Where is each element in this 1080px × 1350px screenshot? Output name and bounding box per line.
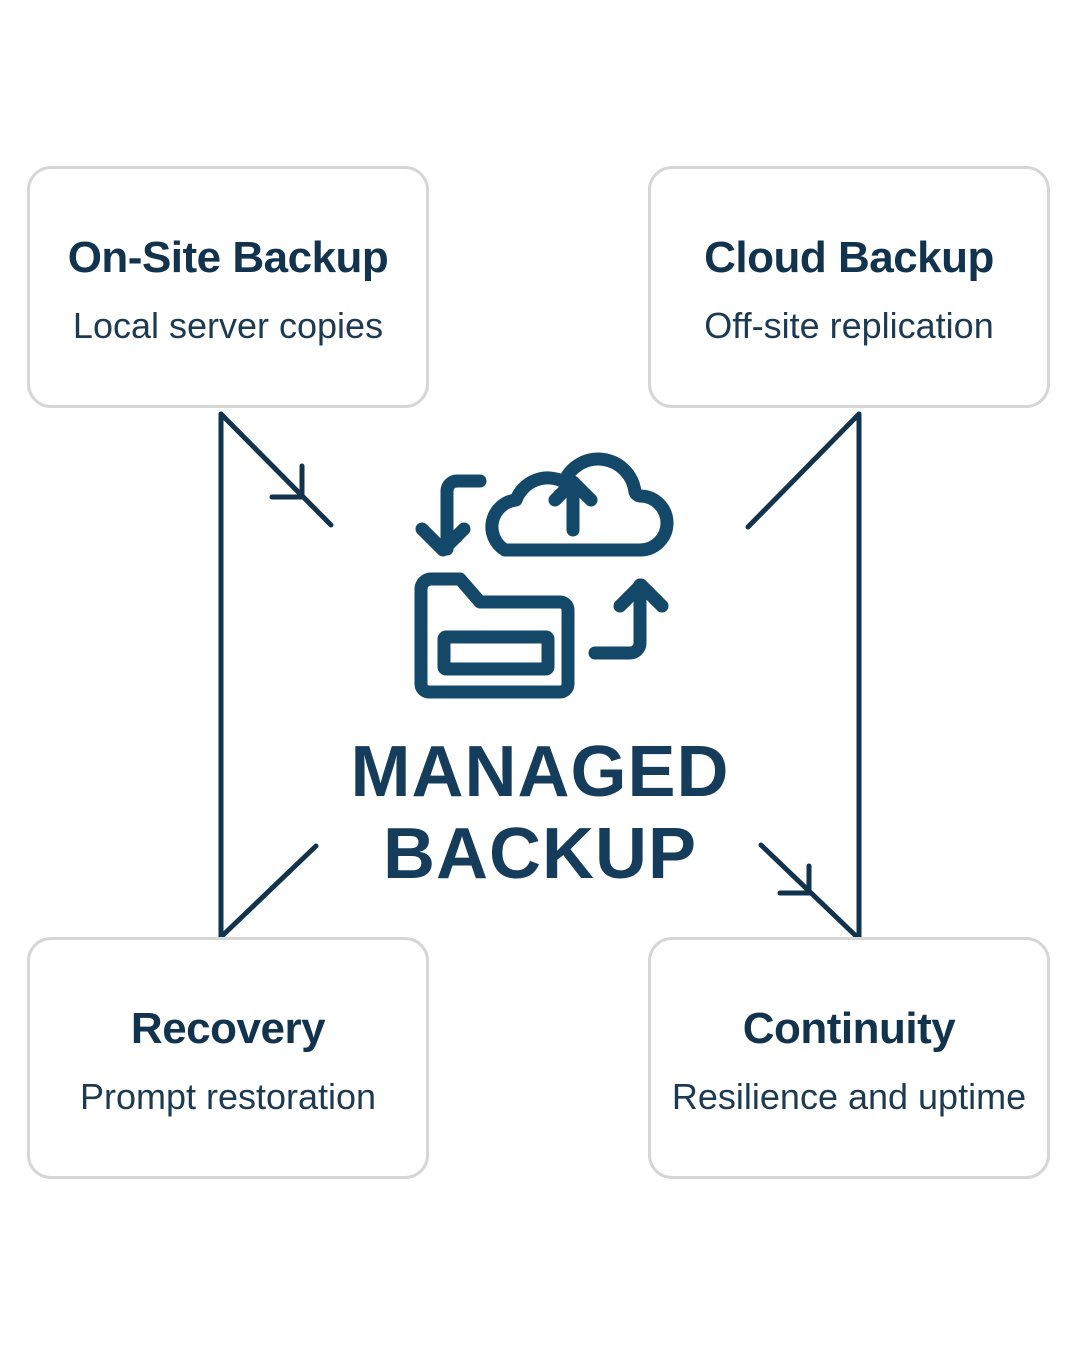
node-card-on-site-backup: On-Site Backup Local server copies bbox=[27, 166, 429, 408]
arrow-to-continuity bbox=[758, 842, 860, 940]
node-title: Cloud Backup bbox=[704, 233, 994, 282]
folder-cloud-sync-icon bbox=[414, 452, 674, 699]
cloud-icon bbox=[485, 452, 674, 557]
folder-icon bbox=[414, 572, 575, 699]
node-title: Recovery bbox=[130, 1004, 326, 1053]
connector-recovery bbox=[218, 843, 319, 940]
upload-arrow-icon bbox=[588, 578, 647, 660]
node-subtitle: Local server copies bbox=[72, 305, 384, 346]
center-title-line2: BACKUP bbox=[382, 814, 697, 894]
drive-slot-icon bbox=[437, 630, 555, 676]
node-card-cloud-backup: Cloud Backup Off-site replication bbox=[648, 166, 1050, 408]
node-title: On-Site Backup bbox=[67, 233, 389, 282]
connector-cloud bbox=[745, 411, 862, 530]
arrow-to-center-from-on-site bbox=[218, 411, 334, 528]
node-subtitle: Prompt restoration bbox=[79, 1076, 377, 1117]
center-title-line1: MANAGED bbox=[350, 732, 730, 812]
node-title: Continuity bbox=[742, 1004, 956, 1053]
download-arrow-icon bbox=[440, 474, 487, 556]
node-subtitle: Resilience and uptime bbox=[671, 1076, 1027, 1117]
node-card-continuity: Continuity Resilience and uptime bbox=[648, 937, 1050, 1179]
node-card-recovery: Recovery Prompt restoration bbox=[27, 937, 429, 1179]
node-subtitle: Off-site replication bbox=[704, 305, 994, 346]
